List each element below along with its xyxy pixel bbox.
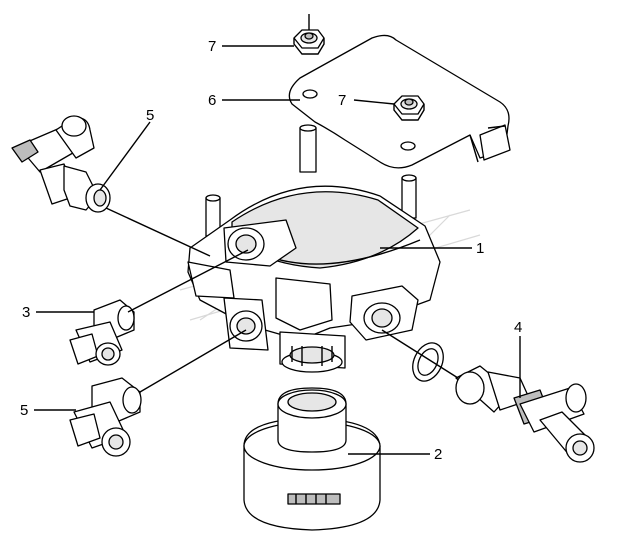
callout-labels: 7 6 7 5 1 3 4 5 2 [20,38,522,463]
callout-7-top: 7 [208,38,216,55]
callout-1: 1 [476,240,484,257]
callout-4: 4 [514,319,522,336]
callout-3: 3 [22,304,30,321]
elbow-fitting-middle [69,299,135,366]
bracket-hole-2 [400,141,416,151]
elbow-fitting-lower [69,377,142,457]
hex-nut-top [293,29,325,55]
hex-nut-right [393,95,425,121]
elbow-fitting-top [11,115,111,213]
o-ring [412,342,444,382]
callout-2: 2 [434,446,442,463]
leader-lines [34,14,521,455]
exhaust-cover [243,387,381,531]
callout-5-top: 5 [146,107,154,124]
callout-6: 6 [208,92,216,109]
callout-7-right: 7 [338,92,346,109]
bracket-hole-1 [302,89,318,99]
tee-fitting [455,365,595,463]
relay-valve-body [187,185,441,373]
callout-5-lower: 5 [20,402,28,419]
